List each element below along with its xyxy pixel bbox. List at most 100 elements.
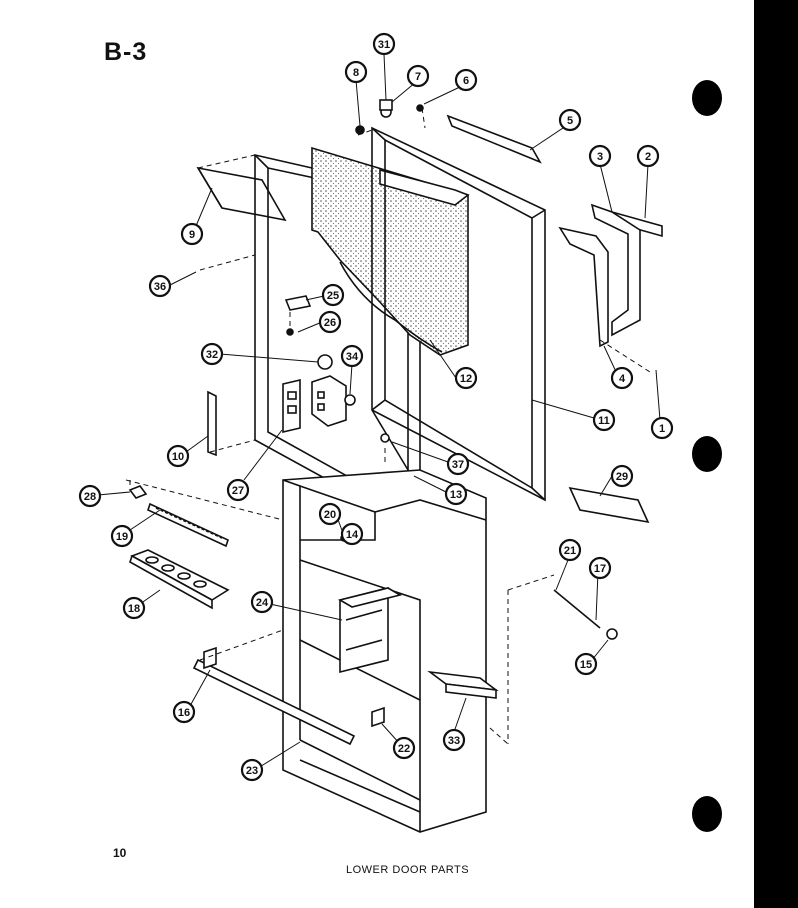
callout-label-7: 7	[415, 71, 421, 83]
callout-circle	[636, 144, 660, 168]
insulation-panel	[311, 146, 470, 356]
diagram-caption: LOWER DOOR PARTS	[346, 864, 470, 876]
bottom-strip	[568, 486, 650, 524]
callout-circle	[110, 524, 134, 548]
callout-circle	[610, 464, 634, 488]
callout-circle	[180, 222, 204, 246]
top-trim-strip	[196, 166, 287, 222]
callout-label-2: 2	[645, 151, 651, 163]
callout-label-22: 22	[398, 743, 410, 755]
callout-circle	[166, 444, 190, 468]
bottom-bar-22	[192, 646, 356, 746]
callout-label-36: 36	[154, 281, 166, 293]
callout-label-4: 4	[619, 373, 626, 385]
drip-tray	[427, 670, 499, 699]
callout-label-25: 25	[327, 290, 339, 302]
callout-label-24: 24	[256, 597, 269, 609]
callout-circle	[444, 482, 468, 506]
callout-label-8: 8	[353, 67, 359, 79]
dispenser-housing	[337, 586, 403, 674]
control-panel	[282, 378, 301, 434]
callout-label-6: 6	[463, 75, 469, 87]
callout-circle	[340, 522, 364, 546]
callout-circle	[588, 556, 612, 580]
page-number: 10	[113, 846, 127, 860]
callout-label-3: 3	[597, 151, 603, 163]
callout-label-17: 17	[594, 563, 606, 575]
callout-label-21: 21	[564, 545, 576, 557]
callout-circle	[588, 144, 612, 168]
callout-label-1: 1	[659, 423, 665, 435]
callout-label-27: 27	[232, 485, 244, 497]
binder-hole	[692, 80, 722, 116]
callout-circle	[446, 452, 470, 476]
callout-label-13: 13	[450, 489, 462, 501]
callout-circle	[148, 274, 172, 298]
callout-circle	[454, 366, 478, 390]
callout-label-34: 34	[346, 351, 359, 363]
callout-label-23: 23	[246, 765, 258, 777]
callout-circle	[321, 283, 345, 307]
handle	[558, 226, 609, 348]
callout-circle	[78, 484, 102, 508]
leader-lines	[97, 53, 661, 769]
callout-circle	[122, 596, 146, 620]
callout-label-18: 18	[128, 603, 140, 615]
callout-label-10: 10	[172, 451, 184, 463]
callout-label-29: 29	[616, 471, 628, 483]
callout-circle	[344, 60, 368, 84]
callout-circle	[592, 408, 616, 432]
callout-circle	[226, 478, 250, 502]
callout-label-31: 31	[378, 39, 390, 51]
callout-circle	[454, 68, 478, 92]
callout-label-9: 9	[189, 229, 195, 241]
callout-label-37: 37	[452, 459, 464, 471]
binder-hole	[692, 796, 722, 832]
handle-cover	[590, 203, 663, 337]
switch-bracket	[311, 375, 347, 427]
assembly-lines	[125, 107, 651, 745]
callout-circle	[574, 652, 598, 676]
rail-21	[147, 502, 229, 548]
callout-circle	[318, 502, 342, 526]
binder-hole	[692, 436, 722, 472]
callout-circle	[650, 416, 674, 440]
callout-circle	[340, 344, 364, 368]
callout-circle	[200, 342, 224, 366]
side-strip	[207, 390, 217, 457]
callout-circle	[250, 590, 274, 614]
callout-label-33: 33	[448, 735, 460, 747]
callout-label-14: 14	[346, 529, 359, 541]
callout-circle	[392, 736, 416, 760]
callout-circle	[558, 108, 582, 132]
diagram-title: B-3	[104, 38, 148, 66]
callout-label-26: 26	[324, 317, 336, 329]
callout-circle	[240, 758, 264, 782]
callout-circle	[318, 310, 342, 334]
callout-label-28: 28	[84, 491, 96, 503]
callout-circle	[372, 32, 396, 56]
callout-label-20: 20	[324, 509, 336, 521]
callout-circle	[610, 366, 634, 390]
callout-label-11: 11	[598, 415, 610, 427]
callout-label-16: 16	[178, 707, 190, 719]
small-hardware	[284, 99, 618, 640]
callout-circle	[172, 700, 196, 724]
callout-label-5: 5	[567, 115, 573, 127]
callout-label-32: 32	[206, 349, 218, 361]
ice-tray	[129, 549, 230, 610]
callout-label-19: 19	[116, 531, 128, 543]
inner-liner-frame	[371, 126, 546, 502]
clip-20	[128, 485, 148, 499]
bracket-23	[371, 706, 385, 728]
callout-circle	[558, 538, 582, 562]
callout-label-15: 15	[580, 659, 592, 671]
callout-label-12: 12	[460, 373, 472, 385]
callout-circle	[442, 728, 466, 752]
top-rail	[446, 114, 542, 164]
callout-circle	[406, 64, 430, 88]
scan-edge	[754, 0, 798, 908]
